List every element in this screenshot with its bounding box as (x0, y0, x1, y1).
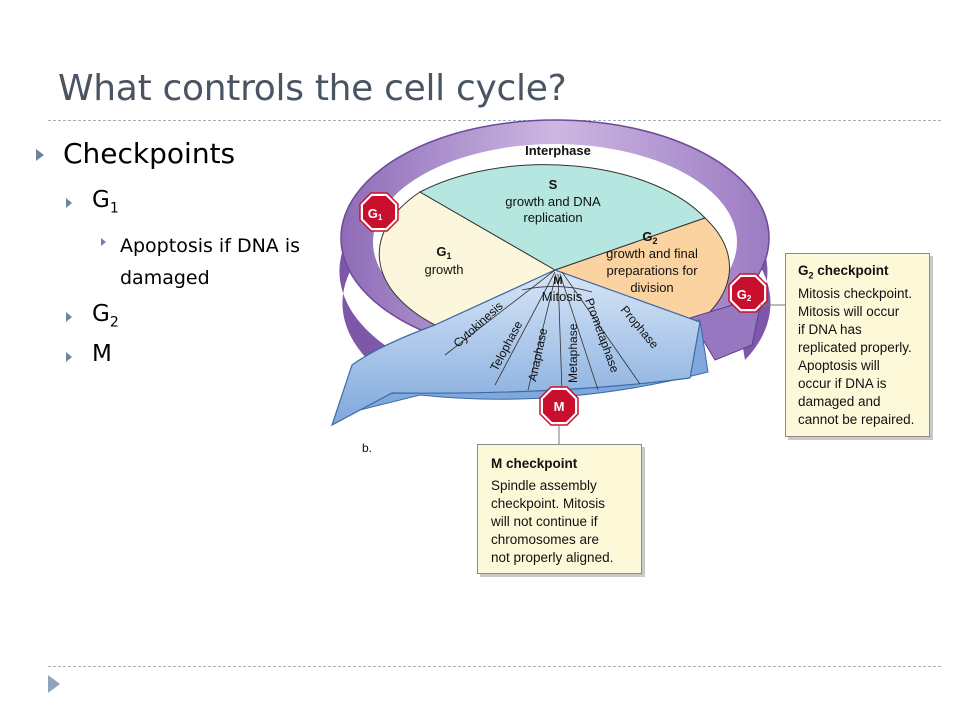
g1-checkpoint-stop-icon (359, 192, 399, 232)
panel-label: b. (362, 441, 372, 455)
g2-note-heading: G2 checkpoint (798, 263, 889, 281)
interphase-label: Interphase (525, 143, 591, 158)
s-sector (418, 164, 706, 271)
bullet-arrow-icon (66, 198, 72, 208)
g1-sector (378, 191, 557, 326)
m-note-line: not properly aligned. (491, 550, 614, 565)
bullet-apoptosis: Apoptosis if DNA is damaged (120, 235, 300, 289)
g2-note-line: cannot be repaired. (798, 411, 915, 427)
g2-note-line: if DNA has (798, 321, 862, 337)
bullet-checkpoints: Checkpoints (63, 137, 236, 170)
bullet-arrow-icon (66, 312, 72, 322)
g2-title: G2 (642, 229, 657, 246)
footer-divider (48, 666, 941, 667)
bullet-g2: G2 (92, 301, 119, 331)
s-title: S (549, 177, 558, 192)
g2-line3: division (630, 280, 673, 295)
m-note-line: Spindle assembly (491, 478, 597, 493)
g2-line2: preparations for (606, 263, 698, 278)
m-checkpoint-note: M checkpoint Spindle assembly checkpoint… (477, 444, 642, 574)
bullet-m: M (92, 341, 112, 367)
m-checkpoint-stop-icon (539, 386, 579, 426)
slide-marker-icon (48, 675, 60, 693)
bullet-g1: G1 (92, 187, 119, 217)
g2-note-line: Mitosis checkpoint. (798, 285, 913, 301)
g2-stop-label: G2 (737, 287, 752, 303)
g2-checkpoint-stop-icon (728, 273, 768, 313)
g2-line1: growth and final (606, 246, 698, 261)
g2-note-line: damaged and (798, 393, 881, 409)
mitosis-label: Mitosis (542, 289, 583, 304)
phase-metaphase: Metaphase (566, 323, 580, 383)
m-stop-label: M (554, 399, 565, 414)
m-note-line: chromosomes are (491, 532, 600, 547)
m-note-heading: M checkpoint (491, 456, 578, 471)
m-note-line: checkpoint. Mitosis (491, 496, 606, 511)
slide-title: What controls the cell cycle? (58, 68, 567, 109)
m-title: M (553, 275, 562, 287)
g1-title: G1 (436, 244, 451, 261)
s-line1: growth and DNA (505, 194, 601, 209)
m-note-line: will not continue if (491, 514, 598, 529)
g2-checkpoint-note: G2 checkpoint Mitosis checkpoint. Mitosi… (785, 253, 930, 437)
s-line2: replication (523, 210, 582, 225)
g2-note-line: occur if DNA is (798, 375, 887, 391)
bullet-arrow-icon (66, 352, 72, 362)
bullet-arrow-icon (101, 238, 106, 246)
bullet-arrow-icon (36, 149, 44, 161)
mitosis-band (330, 269, 709, 427)
title-divider (48, 120, 941, 121)
g2-note-line: Mitosis will occur (798, 303, 900, 319)
g1-body: growth (424, 262, 463, 277)
g1-stop-label: G1 (368, 206, 383, 222)
g2-note-line: Apoptosis will (798, 357, 880, 373)
g2-note-line: replicated properly. (798, 339, 912, 355)
